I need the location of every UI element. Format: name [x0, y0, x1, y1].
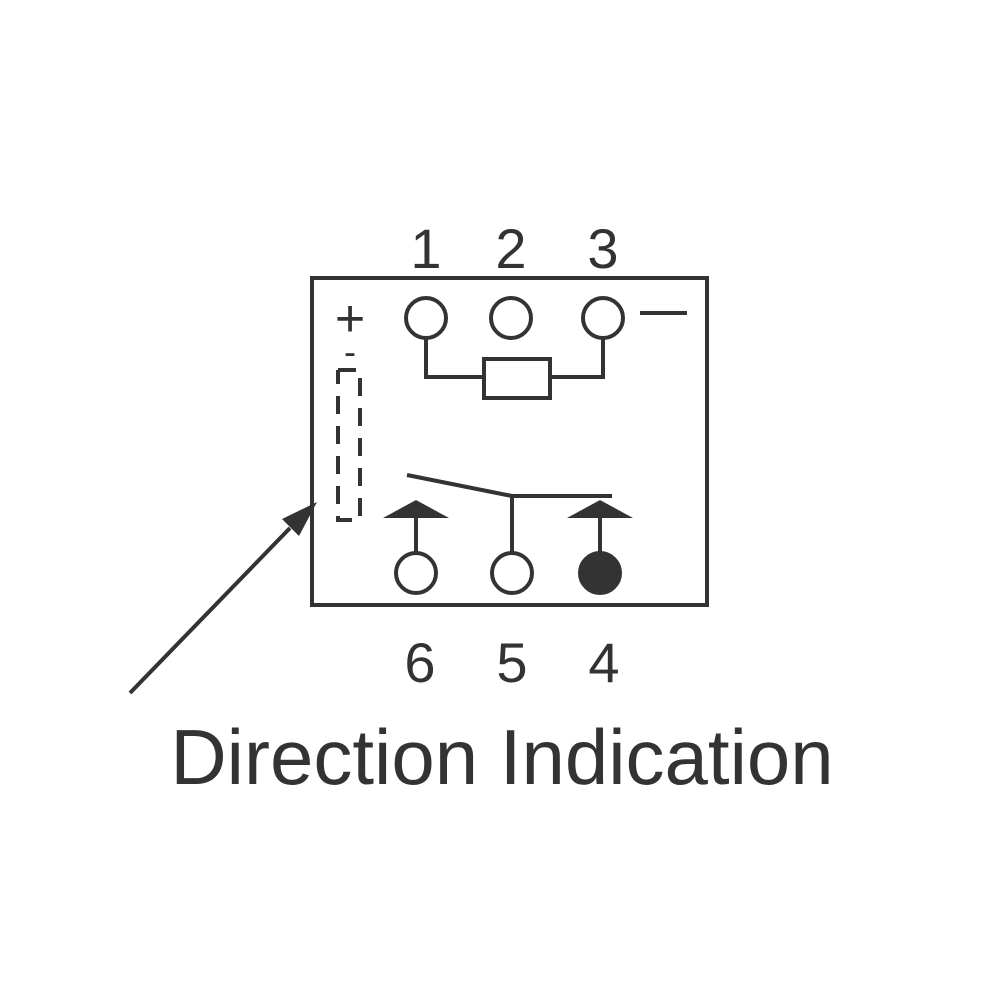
pointer-arrow-head-icon [282, 502, 317, 536]
pin-5-circle [490, 551, 534, 595]
pin-2-circle [489, 296, 533, 340]
plus-sign: + [335, 290, 365, 348]
pin-3-circle [581, 296, 625, 340]
pin-label-6: 6 [404, 631, 435, 694]
pointer-arrow-shaft [128, 526, 292, 695]
switch-arm-icon [406, 473, 612, 498]
pin-1-circle [404, 296, 448, 340]
indicator-minus-sign: - [344, 331, 356, 372]
pin-6-circle [394, 551, 438, 595]
nc-contact-arrow-icon [383, 500, 449, 518]
coil-wire-right [550, 338, 605, 379]
pin-label-5: 5 [496, 631, 527, 694]
pin-label-1: 1 [410, 217, 441, 280]
no-contact-arrow-icon [567, 500, 633, 518]
package-outline [310, 276, 709, 607]
coil-icon [482, 357, 552, 400]
direction-indicator-dashed [336, 368, 362, 522]
pin-4-circle [578, 551, 622, 595]
caption: Direction Indication [170, 713, 833, 801]
pin-label-3: 3 [587, 217, 618, 280]
coil-wire-left [424, 338, 484, 379]
pin-label-2: 2 [495, 217, 526, 280]
pin-label-4: 4 [588, 631, 619, 694]
